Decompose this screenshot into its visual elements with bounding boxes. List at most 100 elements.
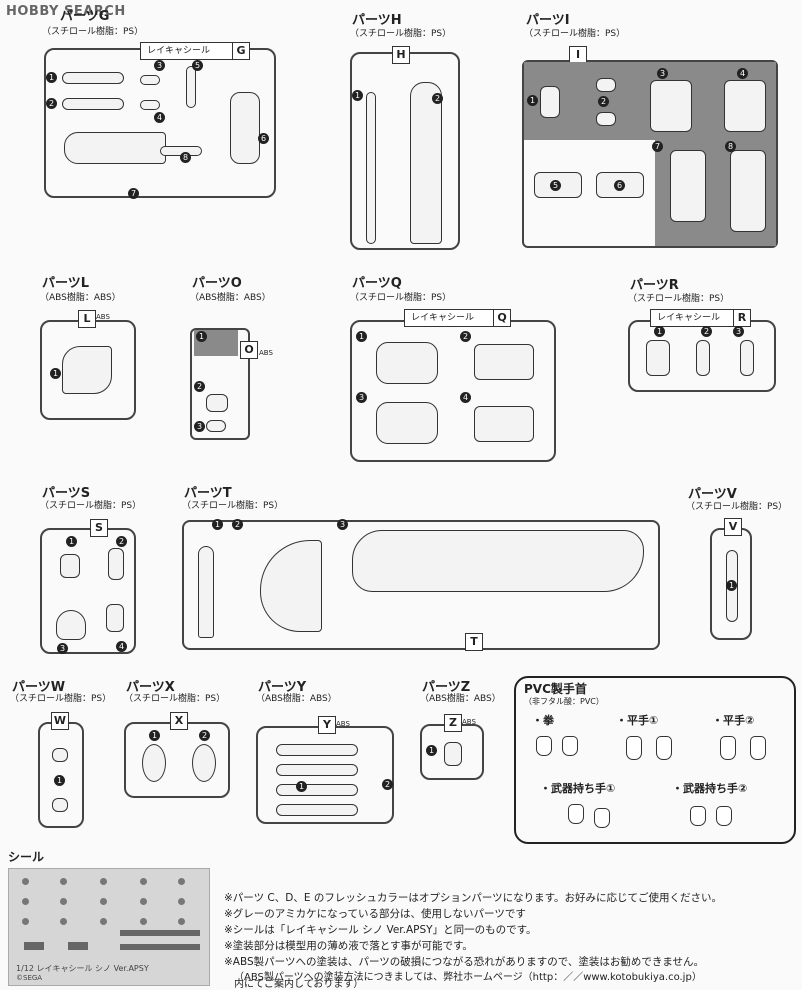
- group-y-material: （ABS樹脂：ABS）: [256, 694, 337, 704]
- num-i-5: 5: [550, 180, 561, 191]
- seal-sheet-caption: 1/12 レイキャシール シノ Ver.APSY: [16, 964, 149, 973]
- part-g-small-b: [140, 100, 160, 110]
- part-h-sword-2: [410, 82, 442, 244]
- group-o-material: （ABS樹脂：ABS）: [190, 293, 271, 303]
- pvc-title: PVC製手首: [524, 682, 587, 696]
- seal-dot-2: [60, 878, 67, 885]
- seal-dot-10: [178, 898, 185, 905]
- weapon-hand-1-right-icon: [594, 808, 610, 828]
- runner-label-q: Q: [493, 309, 511, 327]
- note-4: ※塗装部分は模型用の薄め液で落とす事が可能です。: [224, 940, 473, 952]
- part-i-1: [540, 86, 560, 118]
- pvc-weapon-hand-1-label: ・武器持ち手①: [540, 782, 616, 795]
- group-y-title: パーツY: [258, 680, 307, 695]
- pvc-open-hand-2-label: ・平手②: [712, 714, 755, 727]
- part-o-2: [206, 394, 228, 412]
- num-s-2: 2: [116, 536, 127, 547]
- part-s-3: [56, 610, 86, 640]
- runner-label-s: S: [90, 519, 108, 537]
- num-h-1: 1: [352, 90, 363, 101]
- part-g-small-c: [186, 66, 196, 108]
- pvc-open-hand-1-label: ・平手①: [616, 714, 659, 727]
- seal-dot-8: [100, 898, 107, 905]
- part-q-3: [376, 402, 438, 444]
- group-s-title: パーツS: [42, 486, 91, 501]
- part-w-1a: [52, 748, 68, 762]
- note-6: （ABS製パーツへの塗装方法につきましては、弊社ホームページ（http：／／ww…: [234, 972, 702, 983]
- pvc-fist-label: ・拳: [532, 714, 554, 727]
- part-y-row-4: [276, 804, 358, 816]
- num-v-1: 1: [726, 580, 737, 591]
- part-o-3: [206, 420, 226, 432]
- num-o-1: 1: [196, 331, 207, 342]
- group-t-title: パーツT: [184, 486, 232, 501]
- num-i-2: 2: [598, 96, 609, 107]
- seal-dot-1: [22, 878, 29, 885]
- part-y-row-2: [276, 764, 358, 776]
- note-7: 内にてご案内しております）: [234, 979, 364, 990]
- note-1: ※パーツ C、D、E のフレッシュカラーはオプションパーツになります。お好みに応…: [224, 892, 723, 904]
- seal-stripe-1: [24, 942, 44, 950]
- weapon-hand-1-left-icon: [568, 804, 584, 824]
- num-g-8: 8: [180, 152, 191, 163]
- part-s-2: [108, 548, 124, 580]
- seal-dot-9: [140, 898, 147, 905]
- part-q-4: [474, 406, 534, 442]
- group-x-title: パーツX: [126, 680, 175, 695]
- group-w-title: パーツW: [12, 680, 66, 695]
- open-hand-2-right-icon: [750, 736, 766, 760]
- part-i-2a: [596, 78, 616, 92]
- abs-tag-y: ABS: [336, 720, 350, 728]
- seal-label-r: レイキャシール: [650, 309, 736, 327]
- num-q-4: 4: [460, 392, 471, 403]
- part-g-rifle: [64, 132, 166, 164]
- group-h-title: パーツH: [352, 13, 402, 28]
- runner-label-z: Z: [444, 714, 462, 732]
- seal-dot-11: [22, 918, 29, 925]
- part-i-6: [596, 172, 644, 198]
- group-o-title: パーツO: [192, 276, 242, 291]
- weapon-hand-2-right-icon: [716, 806, 732, 826]
- group-q-material: （スチロール樹脂：PS）: [350, 293, 452, 303]
- runner-label-v: V: [724, 518, 742, 536]
- num-t-3: 3: [337, 519, 348, 530]
- part-q-1: [376, 342, 438, 384]
- runner-label-o: O: [240, 341, 258, 359]
- group-i-title: パーツI: [526, 13, 570, 28]
- runner-label-h: H: [392, 46, 410, 64]
- pvc-weapon-hand-2-label: ・武器持ち手②: [672, 782, 748, 795]
- num-r-1: 1: [654, 326, 665, 337]
- group-v-material: （スチロール樹脂：PS）: [686, 502, 788, 512]
- part-q-2: [474, 344, 534, 380]
- abs-tag-z: ABS: [462, 718, 476, 726]
- num-q-2: 2: [460, 331, 471, 342]
- group-r-title: パーツR: [630, 278, 679, 293]
- runner-i: [522, 60, 778, 248]
- seal-dot-15: [178, 918, 185, 925]
- part-s-1: [60, 554, 80, 578]
- pvc-material: （非フタル酸：PVC）: [524, 697, 604, 706]
- runner-t-main: [182, 520, 660, 650]
- num-r-3: 3: [733, 326, 744, 337]
- runner-o: [190, 328, 250, 440]
- group-z-title: パーツZ: [422, 680, 471, 695]
- group-h-material: （スチロール樹脂：PS）: [350, 29, 452, 39]
- num-x-1: 1: [149, 730, 160, 741]
- runner-label-l: L: [78, 310, 96, 328]
- runner-s: [40, 528, 136, 654]
- num-g-3: 3: [154, 60, 165, 71]
- group-l-material: （ABS樹脂：ABS）: [40, 293, 121, 303]
- num-i-6: 6: [614, 180, 625, 191]
- num-x-2: 2: [199, 730, 210, 741]
- part-w-1b: [52, 798, 68, 812]
- runner-label-w: W: [51, 712, 69, 730]
- part-y-row-3: [276, 784, 358, 796]
- seal-dot-5: [178, 878, 185, 885]
- part-i-8: [730, 150, 766, 232]
- part-x-1: [142, 744, 166, 782]
- num-t-1: 1: [212, 519, 223, 530]
- note-2: ※グレーのアミカケになっている部分は、使用しないパーツです: [224, 908, 526, 920]
- num-g-2: 2: [46, 98, 57, 109]
- group-t-material: （スチロール樹脂：PS）: [182, 501, 284, 511]
- runner-label-r: R: [733, 309, 751, 327]
